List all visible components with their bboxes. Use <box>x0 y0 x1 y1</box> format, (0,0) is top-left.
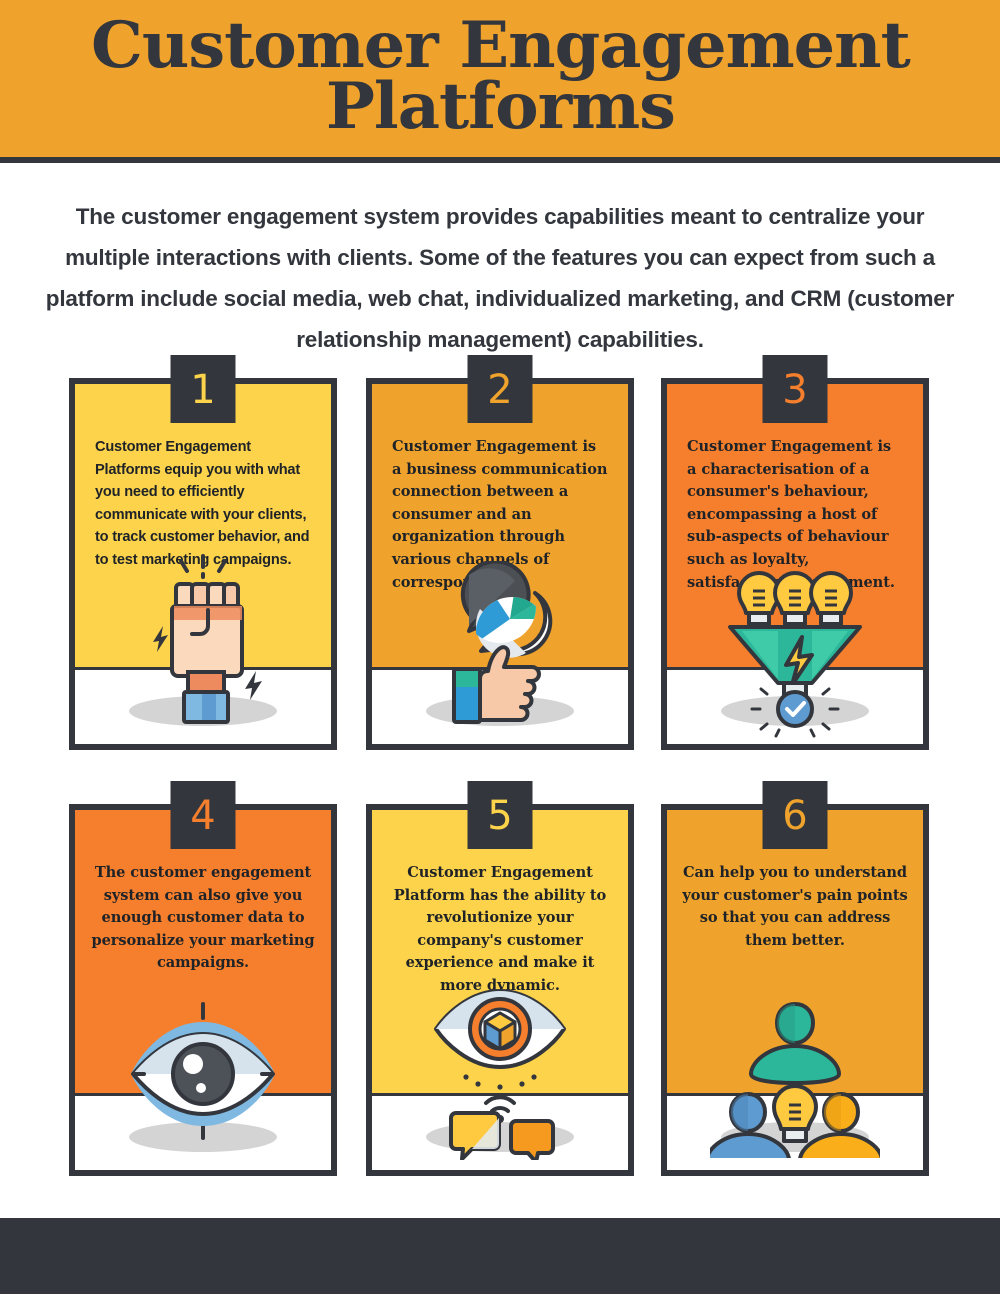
card-3-number-badge: 3 <box>762 355 828 423</box>
intro-paragraph: The customer engagement system provides … <box>45 204 955 352</box>
card-1-shadow <box>129 696 277 726</box>
card-4-text: The customer engagement system can also … <box>91 864 315 972</box>
card-3[interactable]: 3 Customer Engagement is a characterisat… <box>661 355 929 750</box>
card-6-footer <box>667 1096 923 1170</box>
card-2-text: Customer Engagement is a business commun… <box>392 438 608 591</box>
card-6-number: 6 <box>782 793 808 839</box>
card-2-number: 2 <box>487 367 513 413</box>
card-6[interactable]: 6 Can help you to understand your custom… <box>661 781 929 1176</box>
card-1-footer <box>75 670 331 744</box>
card-6-number-badge: 6 <box>762 781 828 849</box>
card-1-body: Customer Engagement Platforms equip you … <box>75 384 331 672</box>
card-4-footer <box>75 1096 331 1170</box>
card-4-number: 4 <box>190 793 216 839</box>
card-6-body: Can help you to understand your customer… <box>667 810 923 1098</box>
card-5-shadow <box>426 1122 574 1152</box>
card-3-body: Customer Engagement is a characterisatio… <box>667 384 923 672</box>
card-3-shadow <box>721 696 869 726</box>
page-title: Customer Engagement Platforms <box>90 7 911 144</box>
card-3-number: 3 <box>782 367 808 413</box>
card-1-number-badge: 1 <box>170 355 236 423</box>
footer-bar <box>0 1218 1000 1294</box>
page-title-line1: Customer Engagement <box>90 7 911 83</box>
card-4-number-badge: 4 <box>170 781 236 849</box>
page-title-line2: Platforms <box>325 68 676 144</box>
card-2-body: Customer Engagement is a business commun… <box>372 384 628 672</box>
card-5-footer <box>372 1096 628 1170</box>
card-1-text: Customer Engagement Platforms equip you … <box>95 439 310 568</box>
card-1[interactable]: 1 Customer Engagement Platforms equip yo… <box>69 355 337 750</box>
card-5-text: Customer Engagement Platform has the abi… <box>393 864 607 994</box>
card-2[interactable]: 2 Customer Engagement is a business comm… <box>366 355 634 750</box>
card-5-body: Customer Engagement Platform has the abi… <box>372 810 628 1098</box>
card-6-shadow <box>721 1122 869 1152</box>
card-4-body: The customer engagement system can also … <box>75 810 331 1098</box>
card-3-text: Customer Engagement is a characterisatio… <box>687 438 895 591</box>
card-4[interactable]: 4 The customer engagement system can als… <box>69 781 337 1176</box>
card-3-footer <box>667 670 923 744</box>
card-2-footer <box>372 670 628 744</box>
card-5-number: 5 <box>487 793 513 839</box>
card-4-shadow <box>129 1122 277 1152</box>
card-1-number: 1 <box>190 367 216 413</box>
card-5-number-badge: 5 <box>467 781 533 849</box>
card-6-text: Can help you to understand your customer… <box>682 864 908 949</box>
card-5[interactable]: 5 Customer Engagement Platform has the a… <box>366 781 634 1176</box>
card-2-shadow <box>426 696 574 726</box>
card-2-number-badge: 2 <box>467 355 533 423</box>
header-banner: Customer Engagement Platforms <box>0 0 1000 163</box>
